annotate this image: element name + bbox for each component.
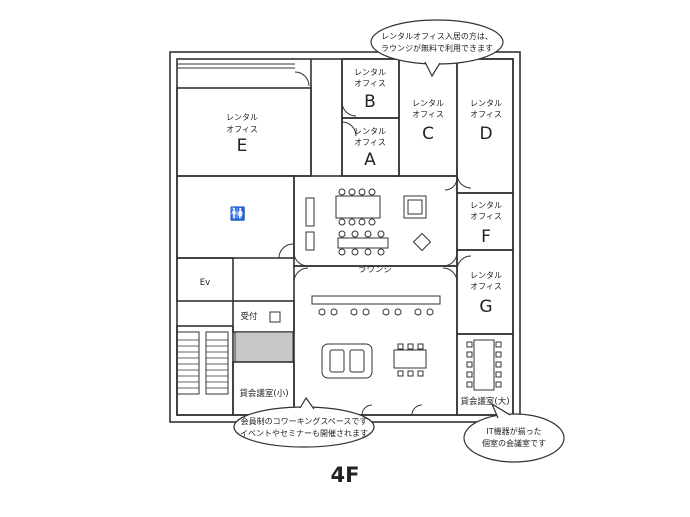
elevator: Ev — [176, 257, 234, 302]
room-e-letter: E — [237, 136, 248, 156]
bubble-top-line2: ラウンジが無料で利用できます — [381, 43, 493, 53]
room-b-title-line2: オフィス — [354, 79, 386, 88]
room-g-title-line1: レンタル — [470, 271, 502, 280]
meeting-small-label: 貸会議室(小) — [239, 388, 288, 399]
room-b-title-line1: レンタル — [354, 68, 386, 77]
room-a-title-line2: オフィス — [354, 138, 386, 147]
bubble-bottom-right: IT機器が揃った 個室の会議室です — [463, 402, 565, 463]
room-g-title-line2: オフィス — [470, 282, 502, 291]
reception-label: 受付 — [240, 311, 258, 322]
bubble-bottom-right-line1: IT機器が揃った — [486, 426, 541, 436]
lounge-chairs-top — [338, 188, 376, 226]
room-d-title-line2: オフィス — [470, 110, 502, 119]
room-e[interactable]: レンタル オフィス E — [176, 63, 312, 177]
room-d[interactable]: レンタル オフィス D — [456, 58, 514, 194]
coworking-counter-chairs — [318, 308, 434, 316]
reception: 受付 — [232, 300, 295, 363]
room-g[interactable]: レンタル オフィス G — [456, 249, 514, 335]
bubble-bottom-left: 会員制のコワーキングスペースです イベントやセミナーも開催されます — [233, 396, 375, 448]
elevator-label: Ev — [200, 278, 210, 288]
bubble-bottom-right-line2: 個室の会議室です — [482, 438, 546, 448]
room-e-title-line2: オフィス — [226, 125, 258, 134]
room-d-title-line1: レンタル — [470, 99, 502, 108]
room-c[interactable]: レンタル オフィス C — [398, 58, 458, 177]
bubble-bottom-left-line1: 会員制のコワーキングスペースです — [241, 416, 368, 426]
room-f[interactable]: レンタル オフィス F — [456, 192, 514, 251]
room-c-title-line2: オフィス — [412, 110, 444, 119]
room-c-letter: C — [422, 124, 434, 144]
bubble-top-line1: レンタルオフィス入居の方は、 — [381, 31, 493, 41]
room-b[interactable]: レンタル オフィス B — [341, 58, 400, 119]
lounge[interactable]: ラウンジ — [293, 175, 458, 275]
floor-label: 4F — [331, 463, 360, 487]
meeting-room-small[interactable]: 貸会議室(小) — [232, 361, 295, 416]
room-a-title-line1: レンタル — [354, 127, 386, 136]
room-b-letter: B — [364, 92, 376, 112]
lounge-chairs-mid — [338, 230, 385, 256]
restroom-area: 🚻 — [176, 175, 295, 259]
restroom-icon: 🚻 — [230, 206, 246, 222]
meeting-large-chairs — [466, 341, 502, 388]
room-d-letter: D — [479, 124, 492, 144]
stairs — [176, 325, 234, 416]
reception-counter — [234, 331, 294, 363]
room-c-title-line1: レンタル — [412, 99, 444, 108]
room-f-title-line2: オフィス — [470, 212, 502, 221]
meeting-room-large[interactable]: 貸会議室(大) — [456, 333, 514, 416]
bubble-bottom-left-line2: イベントやセミナーも開催されます — [240, 428, 368, 438]
lounge-label: ラウンジ — [358, 265, 392, 275]
room-a[interactable]: レンタル オフィス A — [341, 117, 400, 177]
room-a-letter: A — [364, 150, 376, 170]
coworking-table-chairs — [397, 343, 424, 377]
meeting-large-label: 貸会議室(大) — [460, 396, 509, 407]
bubble-top: レンタルオフィス入居の方は、 ラウンジが無料で利用できます — [370, 19, 504, 78]
coworking-space[interactable] — [293, 265, 458, 416]
room-f-letter: F — [481, 227, 491, 247]
room-g-letter: G — [479, 297, 492, 317]
room-e-title-line1: レンタル — [226, 113, 258, 122]
room-f-title-line1: レンタル — [470, 201, 502, 210]
